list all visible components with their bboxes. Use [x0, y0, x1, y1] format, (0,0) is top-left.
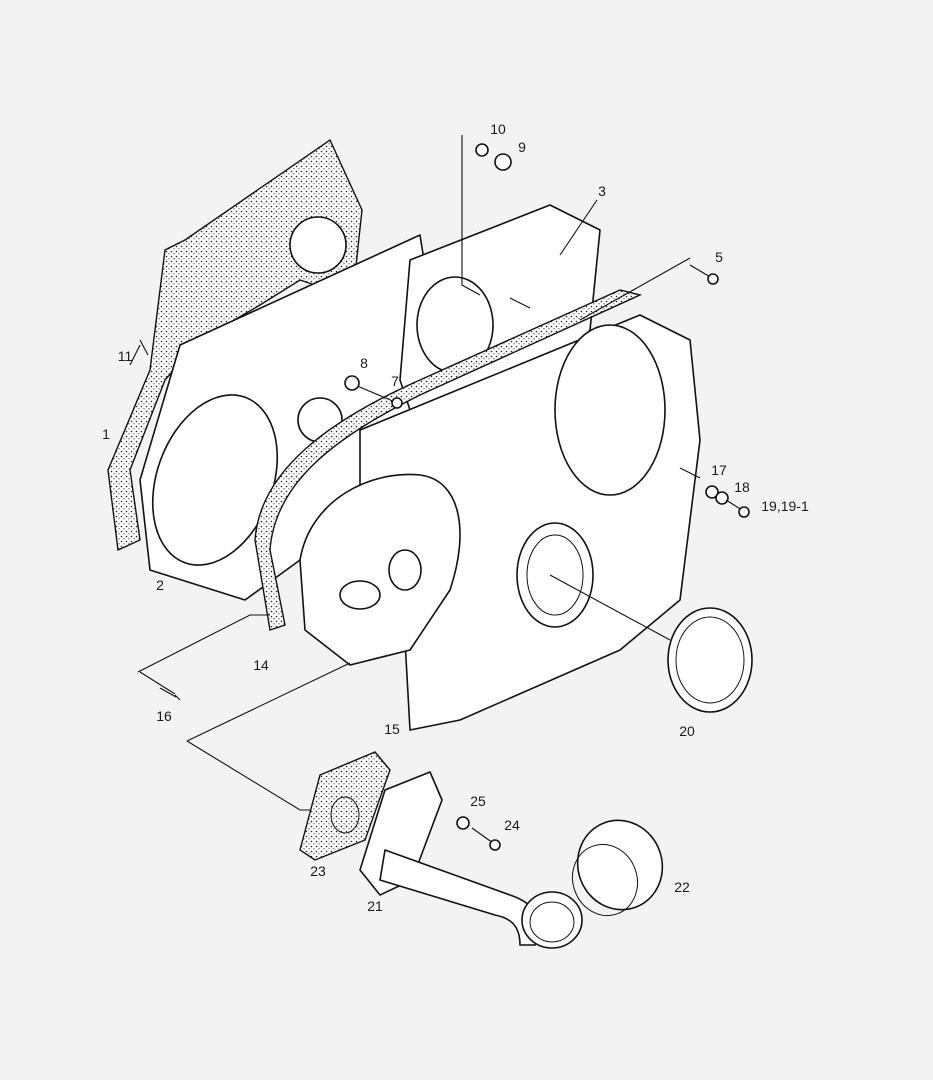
callout-18: 18 — [734, 479, 750, 495]
nut-part-9 — [494, 153, 512, 171]
callout-7: 7 — [391, 373, 399, 389]
bolt-part-5 — [689, 264, 719, 285]
washer-part-8 — [344, 375, 360, 391]
callout-15: 15 — [384, 721, 400, 737]
oil-seal-part-20 — [667, 607, 753, 713]
callout-23: 23 — [310, 863, 326, 879]
callout-19: 19,19-1 — [761, 498, 809, 514]
callout-24: 24 — [504, 817, 520, 833]
washer-part-18 — [715, 491, 729, 505]
callout-3: 3 — [598, 183, 606, 199]
washer-part-17 — [705, 485, 719, 499]
dowel-pin-part-16 — [159, 687, 177, 698]
callout-22: 22 — [674, 879, 690, 895]
callout-11: 11 — [117, 348, 133, 364]
cover-plate — [299, 473, 461, 666]
leader-lines — [129, 135, 701, 811]
callout-10: 10 — [490, 121, 506, 137]
dowel-pin-part-11 — [139, 339, 149, 356]
callout-25: 25 — [470, 793, 486, 809]
callout-2: 2 — [156, 577, 164, 593]
callout-17: 17 — [711, 462, 727, 478]
callout-14: 14 — [253, 657, 269, 673]
callout-1: 1 — [102, 426, 110, 442]
callout-21: 21 — [367, 898, 383, 914]
callout-9: 9 — [518, 139, 526, 155]
bolt-part-7 — [354, 384, 403, 409]
gasket-part-14 — [254, 289, 643, 631]
gasket-part-23 — [299, 751, 391, 861]
filler-cap-part-22 — [576, 819, 664, 911]
bolt-part-24 — [471, 827, 501, 851]
callout-16: 16 — [156, 708, 172, 724]
washer-part-25 — [456, 816, 470, 830]
callout-5: 5 — [715, 249, 723, 265]
washer-part-10 — [475, 143, 489, 157]
filler-pipe-part-21 — [359, 771, 443, 896]
callout-8: 8 — [360, 355, 368, 371]
bolt-part-19 — [725, 499, 750, 518]
callout-20: 20 — [679, 723, 695, 739]
